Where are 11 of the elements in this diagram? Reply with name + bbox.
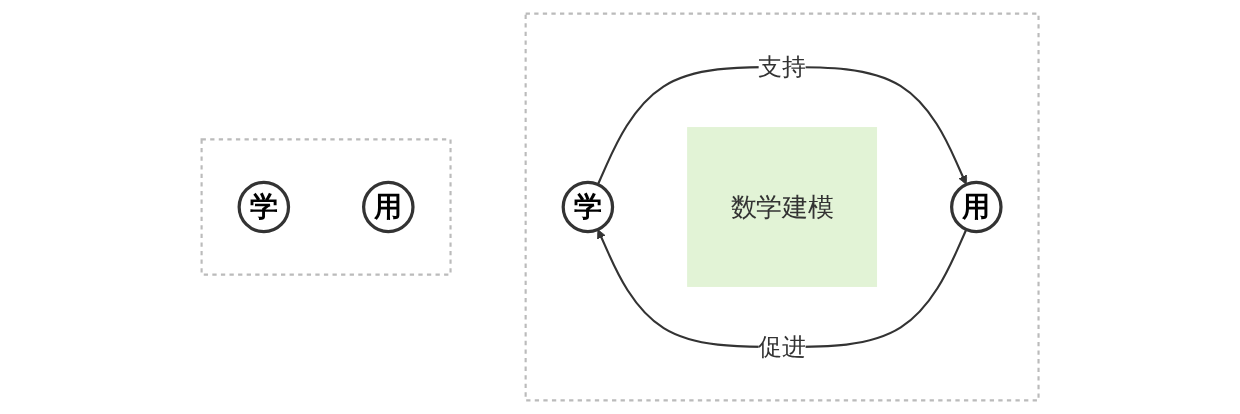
cluster [524,12,1040,402]
cluster [200,138,452,276]
edge-label: 支持 [758,53,806,81]
edge-label: 促进 [758,333,806,361]
node-box: 数学建模 [687,127,877,287]
node-circle: 学 [237,180,291,234]
node-circle: 用 [949,180,1003,234]
arrow [596,229,968,349]
arrow [596,65,968,185]
node-circle: 学 [561,180,615,234]
node-circle: 用 [361,180,415,234]
